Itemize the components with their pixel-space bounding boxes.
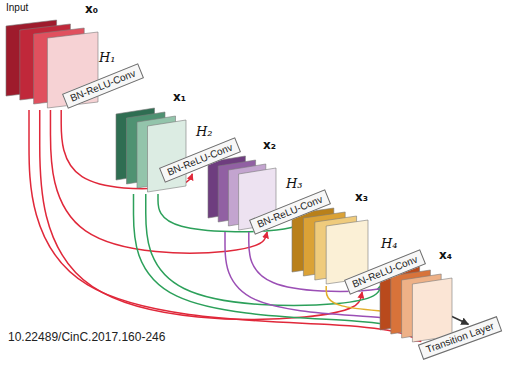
dense-connection	[40, 110, 362, 319]
input-label: Input	[6, 2, 28, 14]
feature-map-label: x₂	[263, 138, 276, 152]
layer-function-label: H₂	[196, 124, 213, 139]
layer-label-holder: H₂	[196, 122, 213, 140]
doi-label: 10.22489/CinC.2017.160-246	[8, 330, 165, 344]
conv-layer: BN-ReLU-ConvH₄	[344, 264, 426, 280]
dense-connection	[29, 110, 421, 342]
feature-map-label: x₃	[355, 190, 368, 204]
feature-map-label: x₁	[173, 90, 186, 104]
transition-layer: Transition Layer	[418, 330, 502, 346]
layer-label-holder: H₄	[381, 234, 398, 252]
conv-layer: BN-ReLU-ConvH₁	[62, 78, 144, 94]
stack-label-row: x₁	[116, 90, 186, 106]
layer-function-label: H₁	[99, 50, 116, 65]
conv-layer: BN-ReLU-ConvH₂	[159, 152, 241, 168]
stack-label-row: Input x₀	[6, 2, 98, 18]
conv-layer: BN-ReLU-ConvH₃	[249, 204, 331, 220]
layer-function-label: H₄	[381, 236, 398, 251]
layer-function-label: H₃	[286, 176, 303, 191]
layer-label-holder: H₁	[99, 48, 116, 66]
feature-map-sheet	[412, 278, 452, 342]
feature-map-label: x₀	[85, 2, 98, 16]
feature-map-label: x₄	[439, 248, 452, 262]
layer-label-holder: H₃	[286, 174, 303, 192]
dense-connection	[134, 194, 431, 338]
connector-group	[29, 110, 468, 342]
